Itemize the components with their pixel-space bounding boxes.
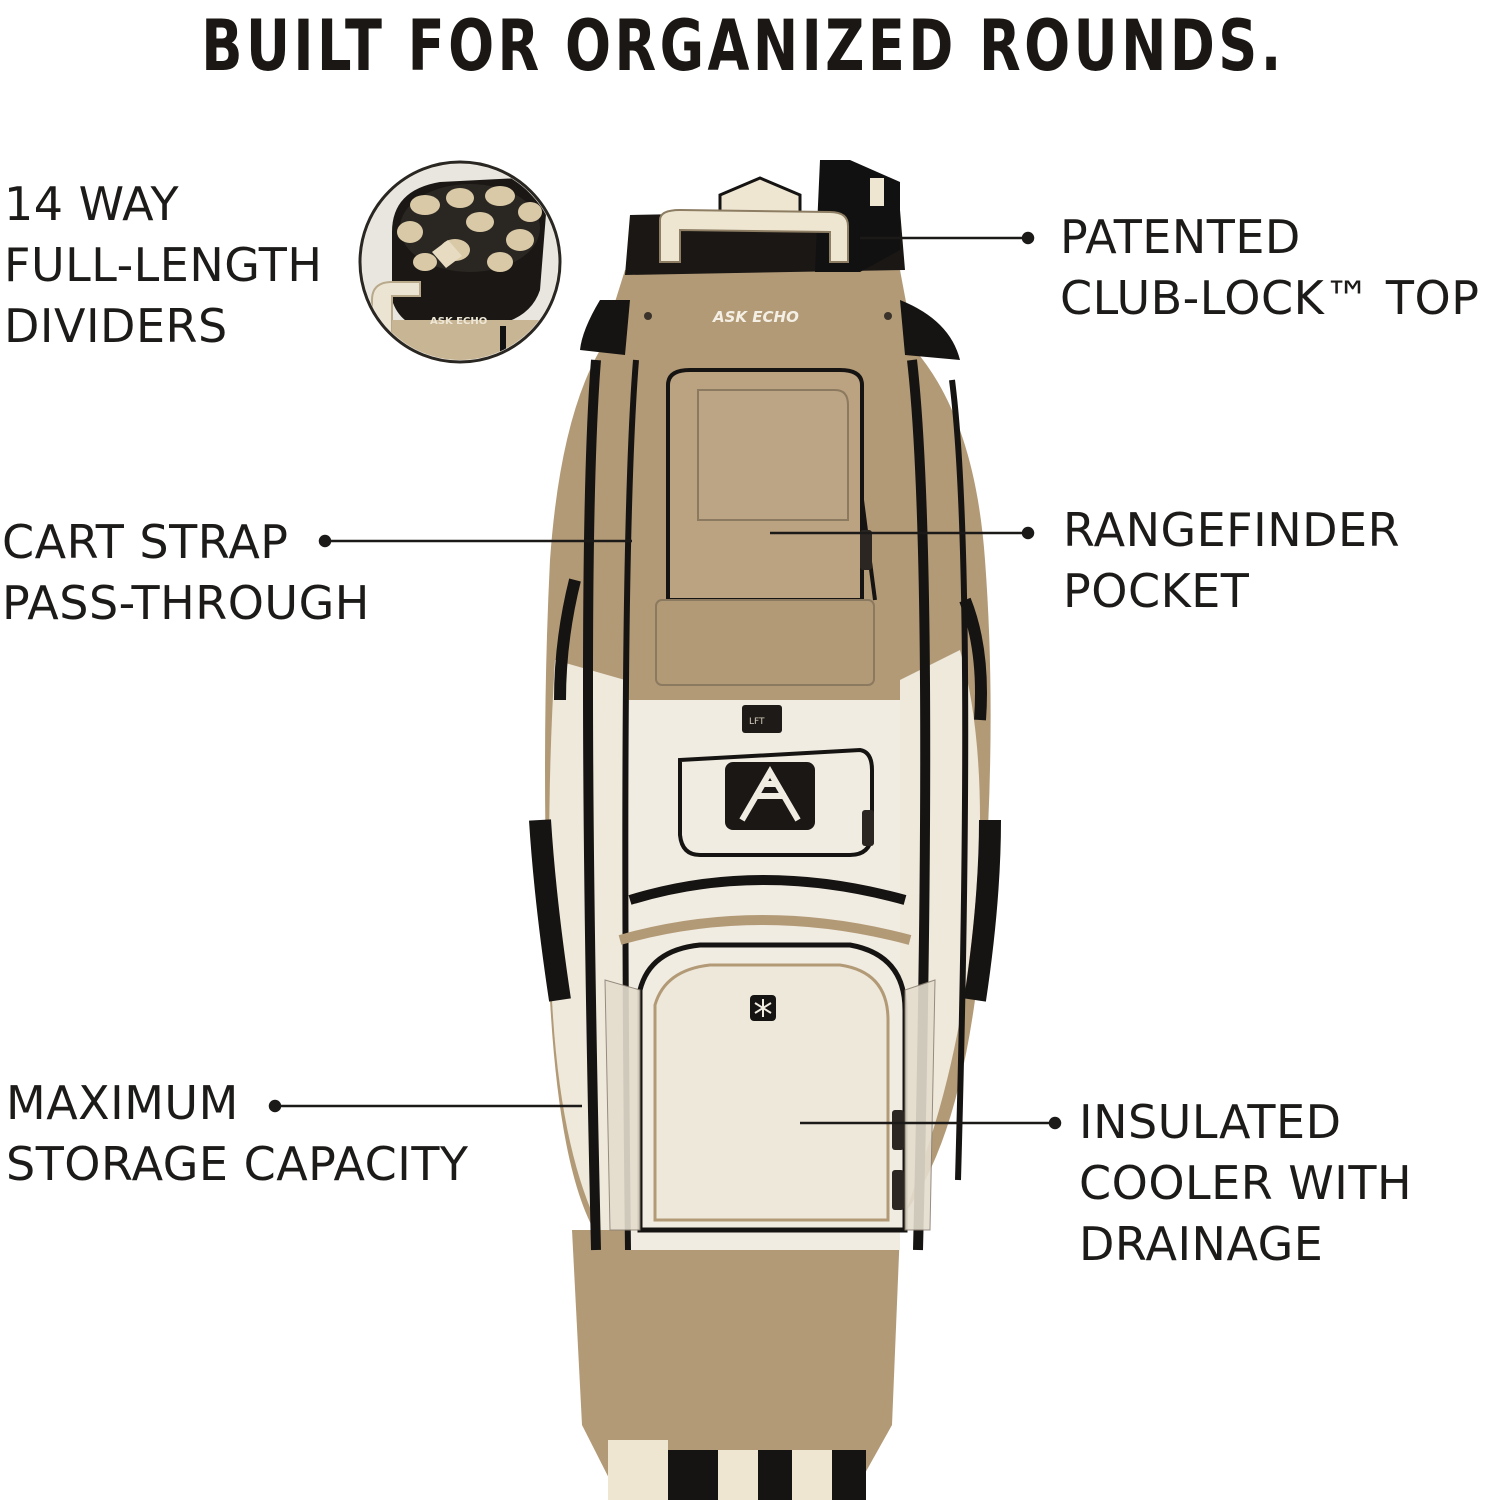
feature-label-cooler: INSULATED COOLER WITH DRAINAGE <box>1079 1092 1412 1275</box>
callout-dot <box>268 1099 282 1113</box>
callout-dot <box>1021 231 1035 245</box>
feature-line: PATENTED <box>1060 210 1301 264</box>
feature-line: DRAINAGE <box>1079 1217 1324 1271</box>
feature-line: CLUB-LOCK™ TOP <box>1060 271 1480 325</box>
feature-line: POCKET <box>1063 564 1250 618</box>
feature-label-rangefinder: RANGEFINDER POCKET <box>1063 500 1400 622</box>
feature-line: RANGEFINDER <box>1063 503 1401 557</box>
feature-label-strap: CART STRAP PASS-THROUGH <box>2 512 370 634</box>
snowflake-icon <box>750 995 776 1021</box>
pocket-tag: LFT <box>749 717 765 727</box>
callout-lines <box>268 231 1062 1130</box>
feature-line: STORAGE CAPACITY <box>6 1137 469 1191</box>
feature-label-club-lock: PATENTED CLUB-LOCK™ TOP <box>1060 207 1479 329</box>
callout-dot <box>1048 1116 1062 1130</box>
feature-line: PASS-THROUGH <box>2 576 370 630</box>
page-title: BUILT FOR ORGANIZED ROUNDS. <box>201 5 1285 87</box>
feature-label-storage: MAXIMUM STORAGE CAPACITY <box>6 1073 469 1195</box>
divider-top-icon: ASK ECHO <box>358 160 562 364</box>
feature-line: COOLER WITH <box>1079 1156 1413 1210</box>
club-lock-top-icon <box>625 160 905 275</box>
brand-logo-icon <box>725 762 815 830</box>
feature-line: FULL-LENGTH <box>4 238 323 292</box>
inset-wordmark: ASK ECHO <box>430 316 487 327</box>
bag-wordmark: ASK ECHO <box>712 308 799 326</box>
feature-line: DIVIDERS <box>4 299 228 353</box>
callout-dot <box>318 534 332 548</box>
feature-line: CART STRAP <box>2 515 289 569</box>
callout-dot <box>1021 526 1035 540</box>
zipper-icon <box>860 530 872 570</box>
golf-bag: ASK ECHO LFT <box>529 160 1001 1500</box>
feature-line: MAXIMUM <box>6 1076 239 1130</box>
feature-label-dividers: 14 WAY FULL-LENGTH DIVIDERS <box>4 174 322 357</box>
feature-line: 14 WAY <box>4 177 180 231</box>
feature-line: INSULATED <box>1079 1095 1342 1149</box>
